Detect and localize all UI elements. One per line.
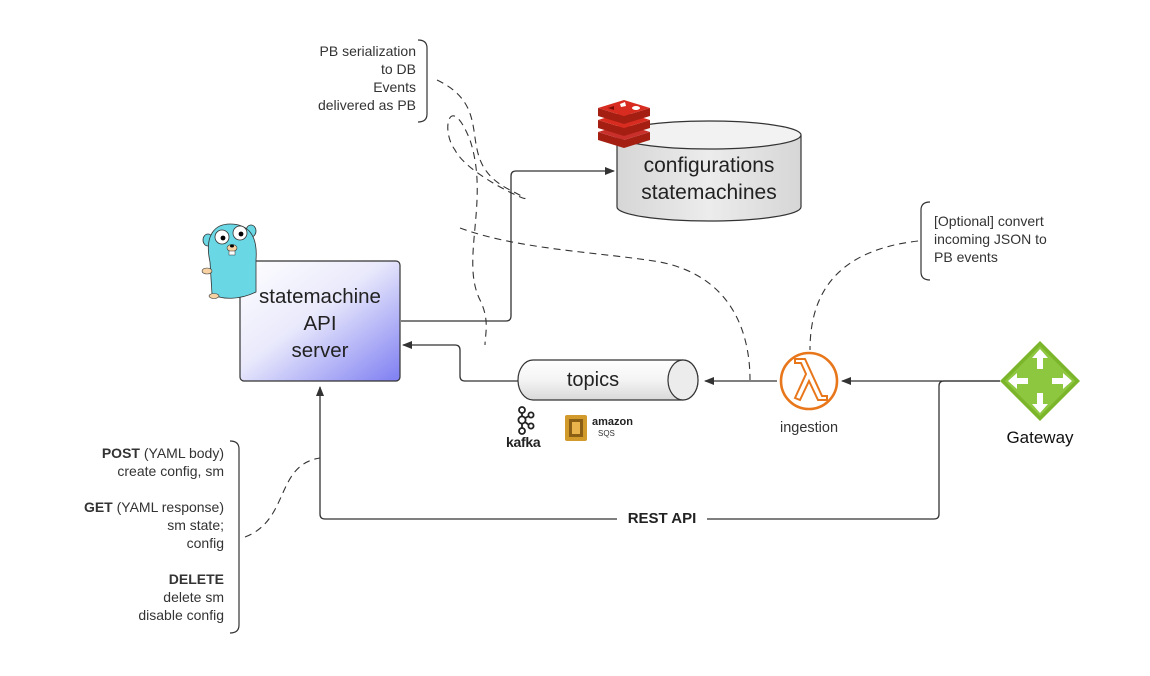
get-detail: (YAML response) — [116, 499, 224, 515]
server-label-line: API — [303, 312, 337, 335]
api-note-link — [244, 457, 321, 538]
post-method: POST — [101, 445, 140, 461]
db-note-link — [436, 79, 526, 346]
db-note-line: delivered as PB — [317, 97, 416, 113]
db-label-line: statemachines — [641, 181, 777, 204]
db-note-line: Events — [373, 79, 416, 95]
delete-method: DELETE — [168, 571, 224, 587]
db-note-line: PB serialization — [319, 43, 417, 59]
db-cylinder — [616, 120, 802, 222]
edge-rest-api — [320, 381, 1000, 520]
connectors — [320, 167, 1000, 520]
db-note-bracket — [417, 39, 428, 123]
edge-server-to-db — [401, 167, 615, 322]
topics-tube — [517, 359, 699, 401]
get-desc: config — [186, 535, 224, 551]
db-label: configurations statemachines — [617, 152, 801, 206]
delete-desc: disable config — [138, 607, 224, 623]
server-label-line: statemachine — [259, 285, 381, 308]
sqs-icon — [565, 415, 587, 441]
topics-note-link — [459, 227, 751, 381]
post-detail: (YAML body) — [143, 445, 224, 461]
gopher-icon — [201, 223, 257, 299]
db-note: PB serialization to DB Events delivered … — [276, 42, 416, 114]
kafka-icon — [517, 406, 535, 435]
ingestion-note: [Optional] convert incoming JSON to PB e… — [934, 212, 1094, 266]
kafka-logo-text: kafka — [506, 434, 541, 450]
ingestion-note-link — [809, 240, 919, 351]
get-line: GET (YAML response) — [40, 498, 224, 516]
get-desc: sm state; — [167, 517, 224, 533]
post-desc: create config, sm — [117, 463, 224, 479]
gateway-label: Gateway — [1006, 428, 1074, 447]
edge-topics-to-server — [402, 341, 521, 382]
ingestion-label: ingestion — [779, 420, 839, 436]
get-method: GET — [83, 499, 113, 515]
sqs-logo-text: SQS — [598, 429, 615, 438]
ingestion-note-bracket — [920, 201, 931, 281]
amazon-logo-text: amazon — [592, 416, 633, 428]
lambda-icon — [779, 351, 839, 411]
ingestion-note-line: [Optional] convert — [934, 213, 1044, 229]
ingestion-note-line: incoming JSON to — [934, 231, 1047, 247]
api-note-bracket — [229, 440, 240, 634]
annotation-links — [244, 79, 919, 538]
server-box — [239, 260, 401, 382]
api-note: POST (YAML body) create config, sm GET (… — [40, 444, 224, 624]
delete-desc: delete sm — [163, 589, 224, 605]
server-label: statemachine API server — [240, 283, 400, 364]
db-note-line: to DB — [380, 61, 416, 77]
topics-label: topics — [566, 369, 620, 391]
redis-icon — [598, 100, 650, 148]
annotation-brackets — [229, 39, 931, 634]
ingestion-note-line: PB events — [934, 249, 998, 265]
post-line: POST (YAML body) — [40, 444, 224, 462]
server-label-line: server — [291, 339, 349, 362]
gateway-icon — [1000, 341, 1080, 421]
db-label-line: configurations — [643, 154, 775, 177]
rest-api-label: REST API — [618, 510, 706, 527]
